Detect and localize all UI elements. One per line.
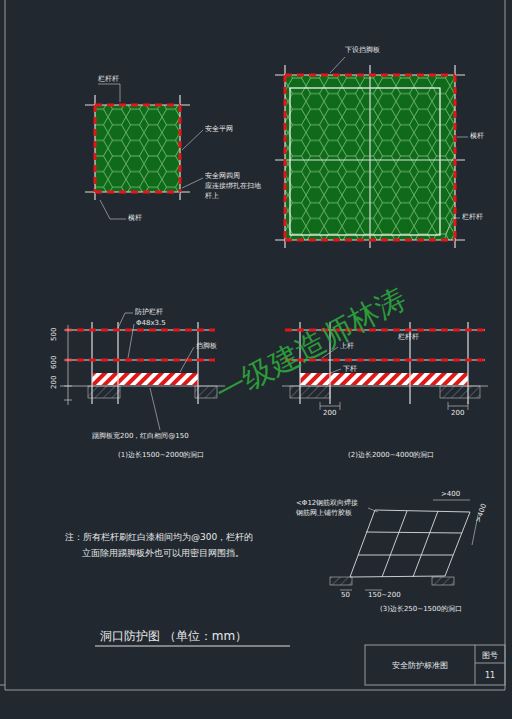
cell-text: 图号 <box>482 650 498 661</box>
caption: (1)边长1500~2000的洞口 <box>118 452 204 460</box>
part-name: 栏杆杆 <box>398 334 419 342</box>
cell-text: 安全防护标准图 <box>392 660 448 671</box>
part-name: 安全网四周 <box>205 173 240 181</box>
part-name: <Φ12钢筋双向焊接 <box>296 500 358 508</box>
dimension: 500 <box>51 328 59 341</box>
part-name: 挡脚板 <box>196 343 217 351</box>
part-spec: Φ48x3.5 <box>136 320 166 328</box>
dimension: 600 <box>51 356 59 369</box>
part-name: 防护栏杆 <box>135 309 163 317</box>
part-name: 杆上 <box>205 193 219 201</box>
note: 注：所有栏杆刷红白漆相间均为@300，栏杆的 <box>65 533 253 543</box>
title-block-cell: 安全防护标准图 <box>365 645 475 685</box>
note: 踢脚板宽200，红白相间@150 <box>92 433 189 441</box>
part-name: 钢筋网上铺竹胶板 <box>296 510 352 518</box>
part-name: 下设挡脚板 <box>345 47 380 55</box>
title-block-cell: 图号 11 <box>475 645 505 685</box>
caption: (2)边长2000~4000的洞口 <box>348 452 434 460</box>
part-name: 栏杆杆 <box>462 214 483 222</box>
part-name: 安全平网 <box>205 126 233 134</box>
part-name: 横杆 <box>128 215 142 223</box>
dimension: 200 <box>323 410 336 418</box>
drawing-title: 洞口防护图 （单位：mm） <box>100 630 247 643</box>
part-name: 下杆 <box>343 366 357 374</box>
part-name: 栏杆杆 <box>98 76 119 84</box>
dimension: 50 <box>341 592 350 600</box>
dimension: 150~200 <box>368 592 401 600</box>
note: 立面除用踢脚板外也可以用密目网围挡。 <box>82 549 244 559</box>
part-name: 应连接绑扎在扫地 <box>205 183 261 191</box>
cell-text: 11 <box>485 671 495 680</box>
dimension: >400 <box>441 491 460 499</box>
caption: (3)边长250~1500的洞口 <box>380 606 462 614</box>
dimension: >400 <box>475 503 489 524</box>
part-name: 横杆 <box>470 133 484 141</box>
dimension: 200 <box>451 410 464 418</box>
dimension: 200 <box>51 376 59 389</box>
